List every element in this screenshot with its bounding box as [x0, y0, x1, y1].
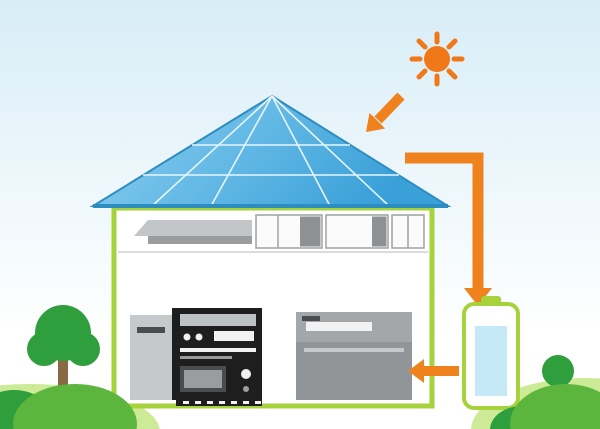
sunlight-arrow-shaft	[374, 92, 405, 124]
appliance-tray-line-2	[180, 356, 232, 359]
microwave-knob	[241, 369, 251, 379]
left-tree-canopy	[35, 305, 91, 361]
appliance-knob	[195, 333, 203, 341]
appliance-tray-line	[180, 348, 256, 352]
dishwasher-slot	[306, 322, 372, 331]
vent-slit	[231, 401, 237, 404]
range-hood-under	[148, 236, 252, 244]
range-hood	[134, 220, 252, 244]
appliance-top-panel	[180, 314, 256, 326]
sun-ray	[416, 38, 428, 50]
sun-icon	[409, 31, 465, 87]
left-tree-trunk	[58, 352, 68, 408]
sun-core	[424, 46, 450, 72]
roof-to-battery-arrow-head	[464, 288, 492, 306]
vent-slit	[243, 401, 249, 404]
dishwasher	[296, 312, 412, 400]
right-bush	[490, 384, 600, 429]
right-tree-canopy	[542, 355, 574, 387]
house	[111, 205, 435, 409]
solar-panel-roof	[89, 94, 452, 208]
vent-slit	[219, 401, 225, 404]
roof-to-battery-arrow	[405, 152, 492, 306]
right-bush-mound	[510, 384, 600, 429]
kitchen-cabinet	[130, 315, 172, 400]
window-2-dark-pane	[372, 216, 387, 247]
vent-slit	[255, 401, 261, 404]
sunlight-arrow-head	[366, 112, 386, 132]
appliance-stack	[172, 308, 262, 406]
upper-windows	[255, 214, 425, 249]
storage-battery	[462, 296, 520, 410]
sun-ray	[416, 68, 428, 80]
sun-ray	[446, 38, 458, 50]
sun-ray	[446, 68, 458, 80]
sunlight-arrow	[366, 92, 405, 132]
roof-grid-line	[271, 95, 331, 207]
vent-slit	[207, 401, 213, 404]
vent-slit	[195, 401, 201, 404]
dishwasher-handle	[304, 348, 404, 352]
microwave-window-inner	[184, 370, 222, 388]
roof-grid-line	[151, 95, 273, 207]
left-tree	[27, 305, 100, 408]
roof-grid-line	[271, 95, 390, 207]
microwave	[180, 366, 251, 392]
vent-strip	[176, 398, 262, 406]
battery-to-house-arrow	[408, 359, 459, 383]
appliance-knob	[183, 333, 191, 341]
microwave-button	[243, 386, 249, 392]
left-bush-mound	[13, 384, 137, 429]
range-hood-top	[134, 220, 252, 236]
window-1-dark-pane	[300, 216, 321, 247]
battery-to-house-arrow-head	[408, 359, 424, 383]
cabinet-slot	[137, 327, 165, 333]
dishwasher-control	[302, 316, 320, 321]
left-bush	[0, 384, 137, 429]
appliance-display	[214, 331, 254, 341]
battery-charge-level	[475, 326, 507, 396]
roof-to-battery-arrow-shaft	[405, 152, 484, 288]
roof-grid-line	[210, 95, 273, 207]
vent-slit	[183, 401, 189, 404]
